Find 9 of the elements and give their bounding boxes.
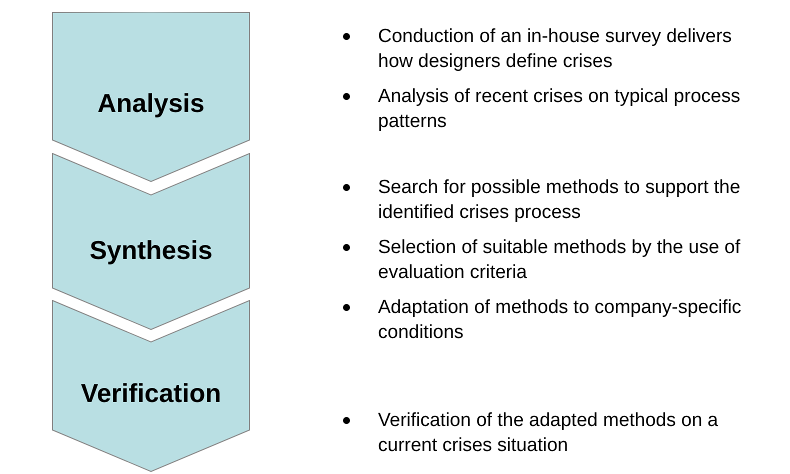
phase-title: Verification	[80, 378, 222, 408]
bullet-text: Search for possible methods to support the identified crises process	[378, 176, 742, 225]
bullet-text: Verification of the adapted methods on a current crises situation	[378, 409, 720, 458]
bullet-text: Adaptation of methods to company-specific conditions	[378, 296, 742, 345]
phase-title: Analysis	[98, 88, 204, 118]
bullet-text: Selection of suitable methods by the use of evaluation criteria	[378, 236, 742, 285]
bullet-text: Conduction of an in-house survey delivers how designers define crises	[378, 25, 733, 74]
phase-title: Synthesis	[90, 235, 212, 265]
bullet-text: Analysis of recent crises on typical process patterns	[378, 85, 742, 134]
